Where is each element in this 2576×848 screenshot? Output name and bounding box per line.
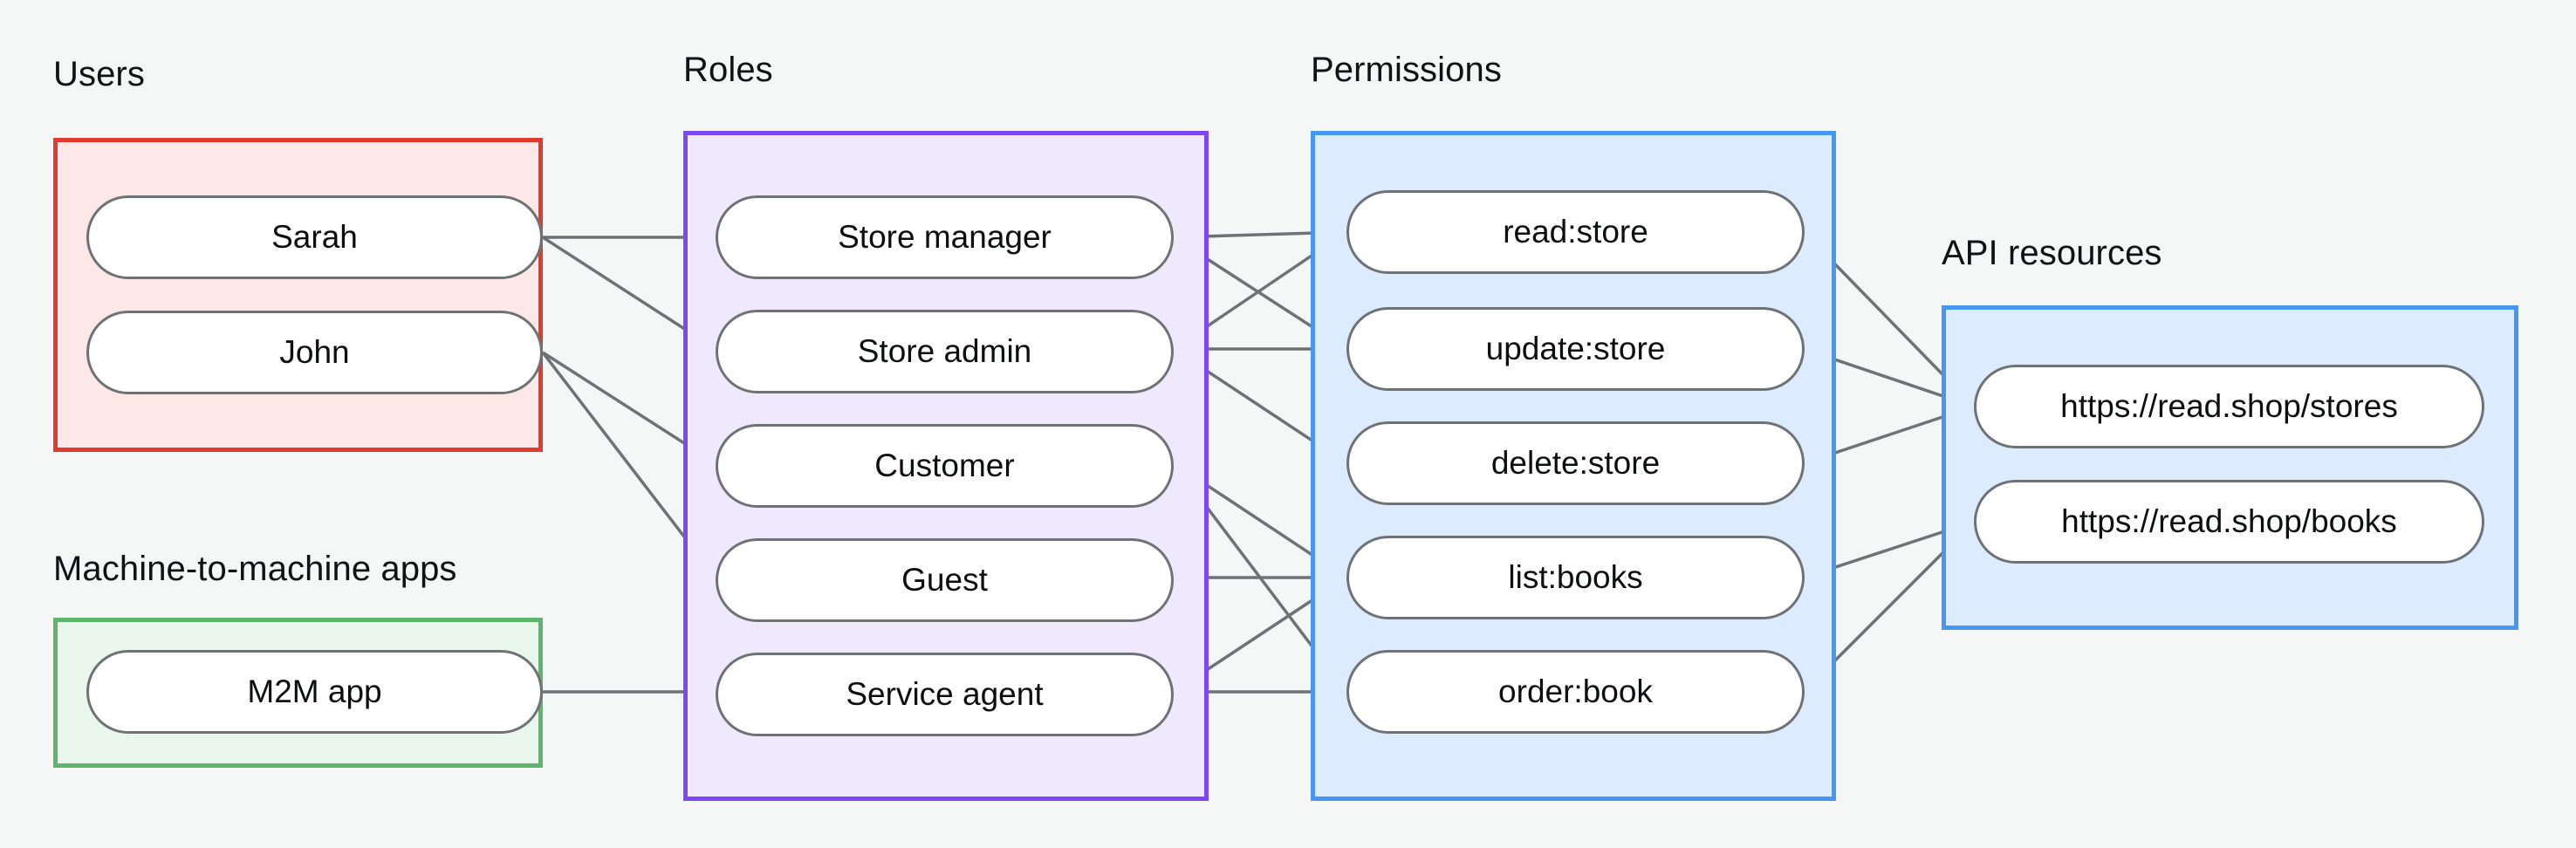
node-list-books[interactable]: list:books — [1346, 536, 1805, 619]
node-store-manager[interactable]: Store manager — [716, 195, 1174, 279]
node-update-store[interactable]: update:store — [1346, 307, 1805, 391]
node-books-url[interactable]: https://read.shop/books — [1974, 480, 2484, 564]
node-guest[interactable]: Guest — [716, 538, 1174, 622]
group-label-roles: Roles — [683, 51, 773, 89]
group-box-users — [53, 138, 543, 452]
node-order-book[interactable]: order:book — [1346, 650, 1805, 734]
group-label-users: Users — [53, 55, 145, 93]
group-label-api-resources: API resources — [1942, 234, 2162, 272]
node-stores-url[interactable]: https://read.shop/stores — [1974, 365, 2484, 448]
node-john[interactable]: John — [86, 311, 543, 394]
node-service-agent[interactable]: Service agent — [716, 653, 1174, 736]
group-box-api-resources — [1942, 305, 2518, 630]
node-delete-store[interactable]: delete:store — [1346, 421, 1805, 505]
node-customer[interactable]: Customer — [716, 424, 1174, 508]
node-sarah[interactable]: Sarah — [86, 195, 543, 279]
group-label-permissions: Permissions — [1311, 51, 1502, 89]
group-label-m2m: Machine-to-machine apps — [53, 550, 457, 588]
node-store-admin[interactable]: Store admin — [716, 310, 1174, 393]
node-read-store[interactable]: read:store — [1346, 190, 1805, 274]
node-m2m-app[interactable]: M2M app — [86, 650, 543, 734]
